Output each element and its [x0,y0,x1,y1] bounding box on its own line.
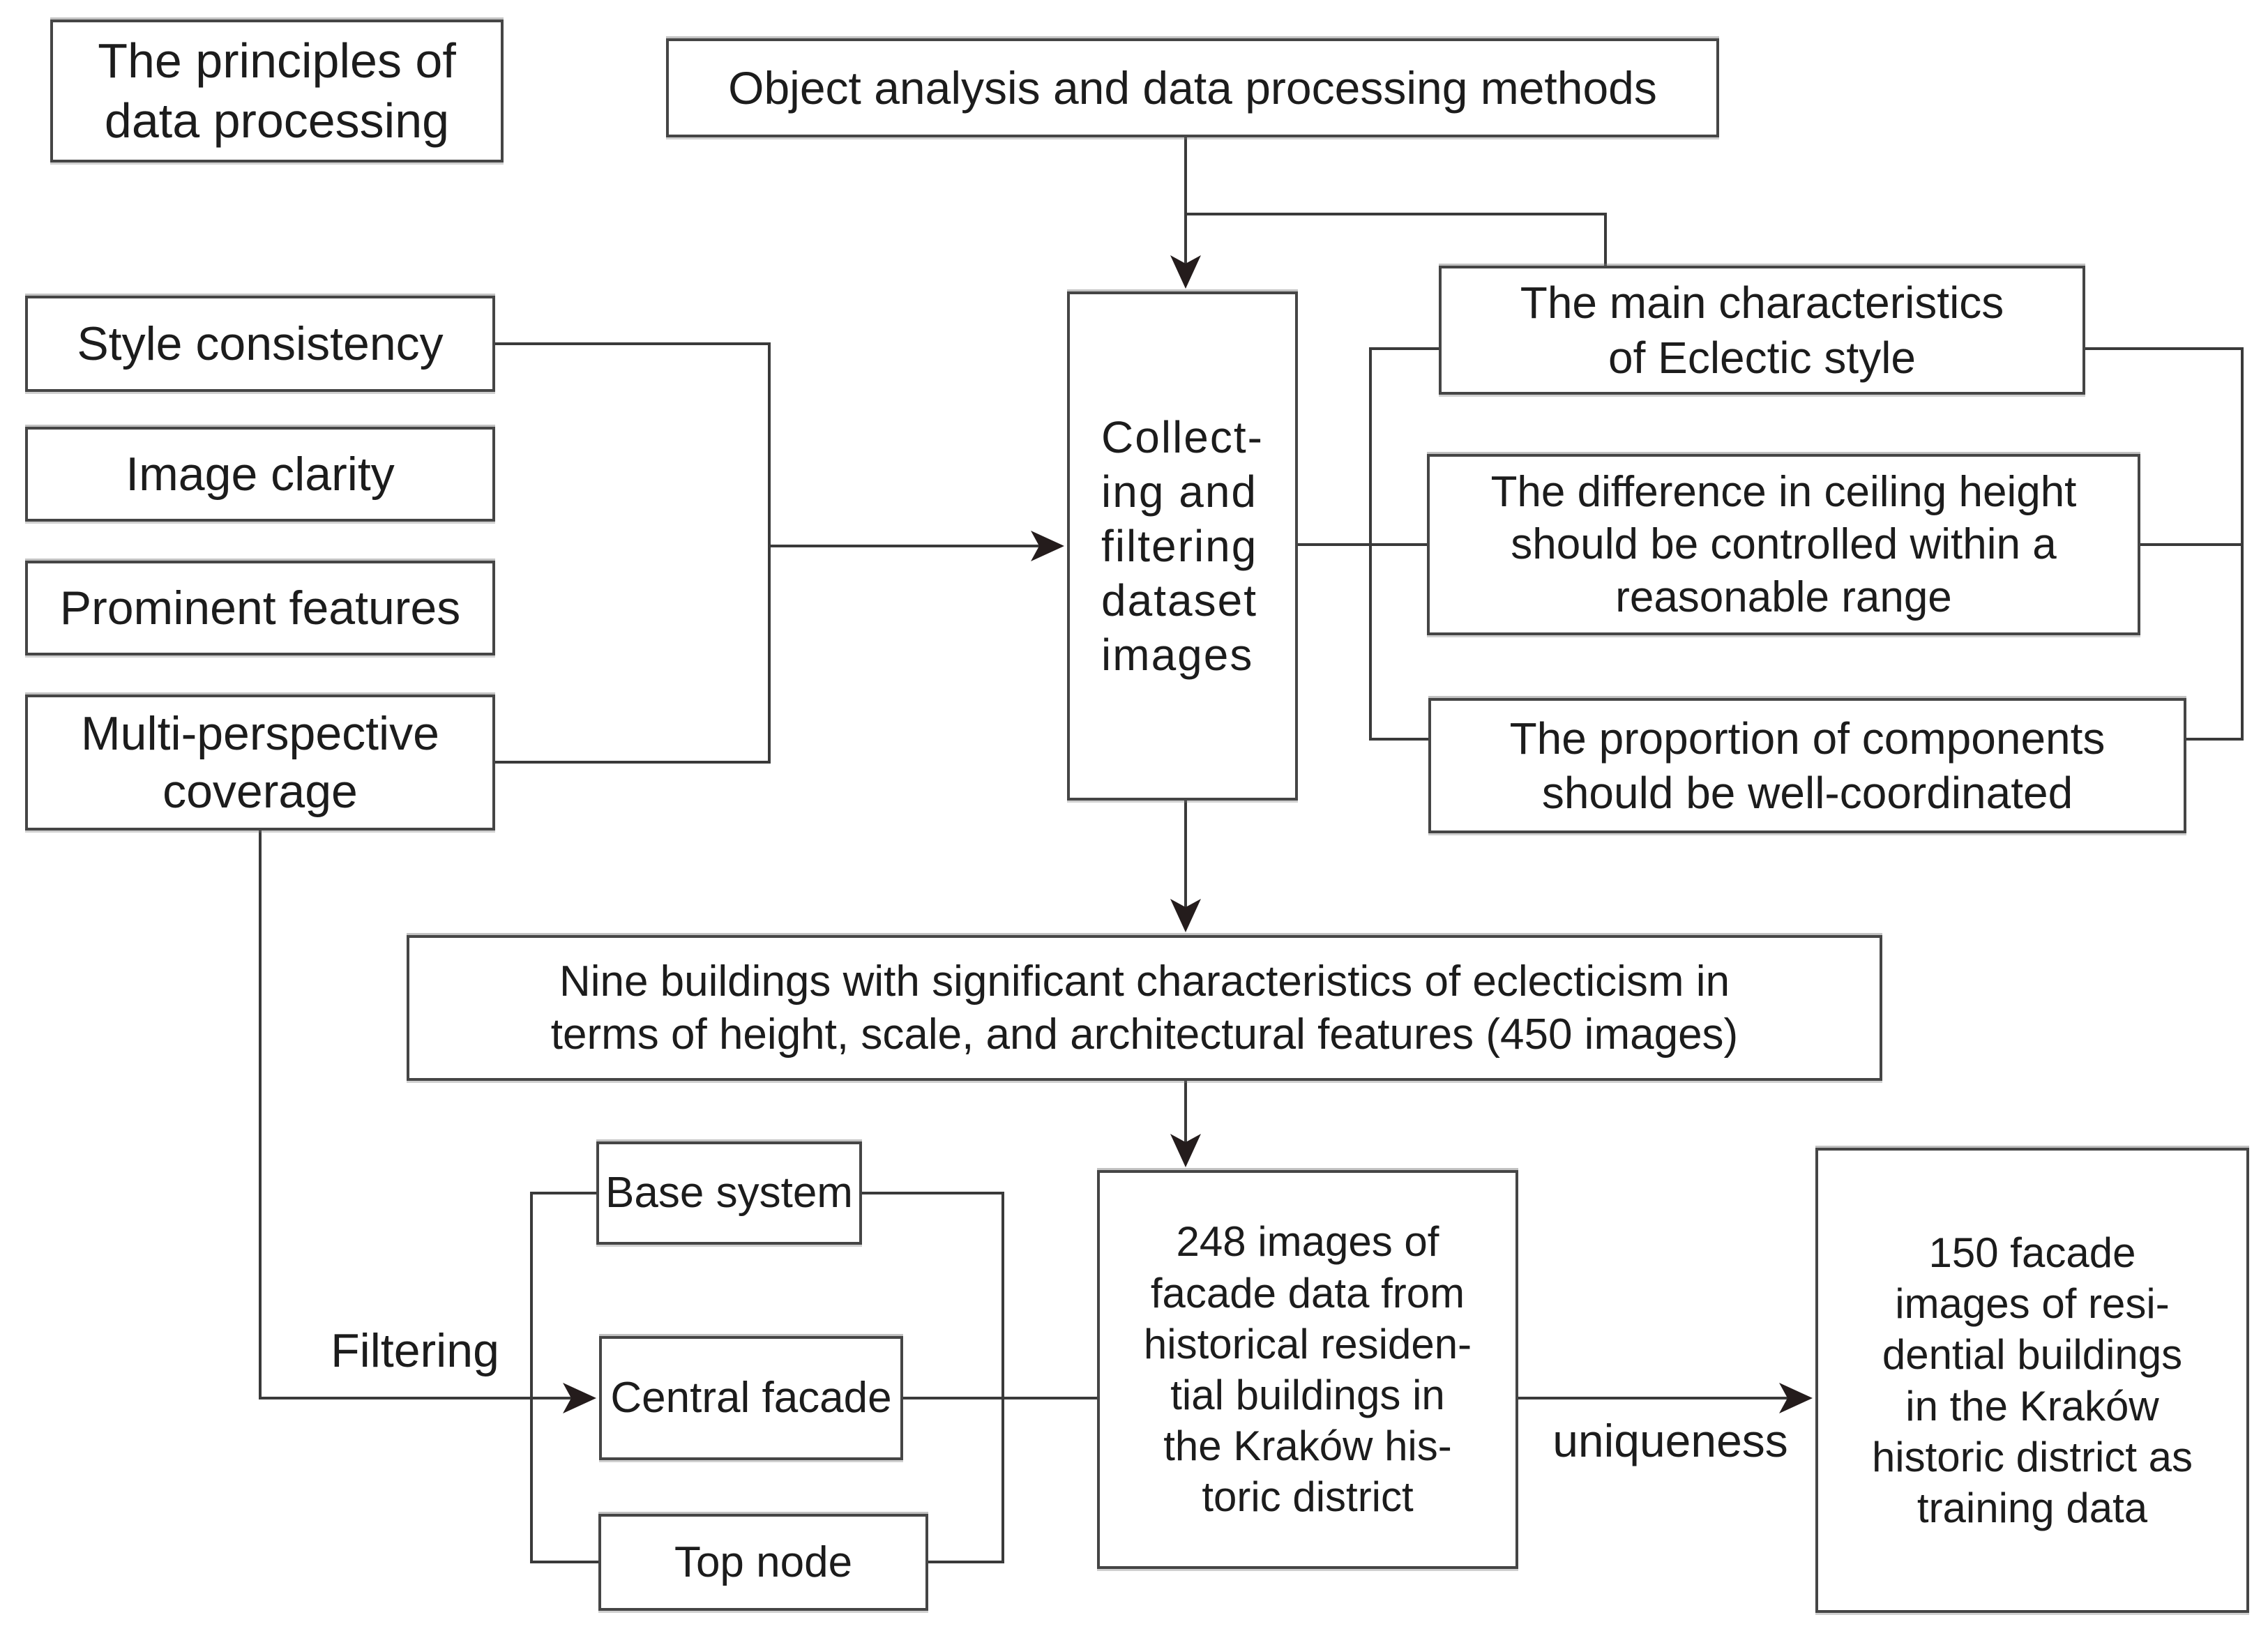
node-image-clarity: Image clarity [25,427,495,522]
arrowhead-down-collecting [1170,255,1201,289]
node-label: Prominent features [59,581,461,635]
node-label: 248 images of facade data from historica… [1143,1218,1472,1521]
node-base-system: Base system [596,1141,862,1245]
node-label: The main characteristics of Eclectic sty… [1520,278,2004,383]
node-label: Image clarity [126,447,395,501]
node-label: Base system [605,1169,853,1217]
bracket-bottom-right [862,1192,1004,1563]
node-proportion-of-components: The proportion of components should be w… [1428,698,2186,833]
arrowhead-down-nine-buildings [1170,899,1201,932]
node-label: Top node [674,1538,853,1586]
node-label: Object analysis and data processing meth… [728,61,1657,114]
bracket-right-group-right [2085,347,2244,741]
node-style-consistency: Style consistency [25,296,495,392]
edge-label-uniqueness: uniqueness [1552,1415,1788,1466]
edge-branch-to-main-characteristics [1186,213,1607,266]
node-label: Style consistency [77,317,444,370]
node-principles-of-data-processing: The principles of data processing [50,20,504,162]
edge-object-to-collecting [1170,137,1201,289]
node-label: Nine buildings with significant characte… [550,957,1739,1059]
node-central-facade: Central facade [599,1336,903,1460]
node-object-analysis-methods: Object analysis and data processing meth… [666,38,1719,137]
node-label: 150 facade images of resi- dential build… [1871,1229,2193,1531]
node-top-node: Top node [598,1514,928,1611]
node-150-training-images: 150 facade images of resi- dential build… [1815,1148,2249,1613]
node-multi-perspective-coverage: Multi-perspective coverage [25,695,495,830]
node-label: The difference in ceiling height should … [1490,467,2077,621]
node-prominent-features: Prominent features [25,561,495,655]
edge-multi-perspective-to-central-facade [259,830,596,1413]
node-label: The proportion of components should be w… [1509,713,2106,818]
arrowhead-right-150 [1779,1383,1813,1413]
bracket-right-group-left [1369,347,1439,741]
node-248-facade-images: 248 images of facade data from historica… [1097,1170,1518,1569]
arrowhead-right-central-facade [563,1383,596,1413]
arrowhead-down-248 [1170,1134,1201,1167]
bracket-bottom-left [530,1192,598,1563]
edge-join-to-collecting [769,531,1064,561]
node-ceiling-height-difference: The difference in ceiling height should … [1427,454,2140,635]
node-label: The principles of data processing [98,33,456,148]
node-label: Central facade [610,1374,892,1423]
node-nine-buildings-450-images: Nine buildings with significant characte… [407,935,1882,1081]
edge-collecting-to-nine-buildings [1170,801,1201,932]
node-label: Collect- ing and filtering dataset image… [1101,411,1264,681]
node-collecting-filtering-dataset: Collect- ing and filtering dataset image… [1067,291,1298,801]
edge-nine-to-248 [1170,1081,1201,1167]
arrowhead-right-collecting [1031,531,1064,561]
node-label: Multi-perspective coverage [81,706,439,818]
edge-label-filtering: Filtering [331,1324,499,1377]
node-main-characteristics-eclectic: The main characteristics of Eclectic sty… [1439,266,2085,395]
edge-248-to-150 [1518,1383,1813,1413]
